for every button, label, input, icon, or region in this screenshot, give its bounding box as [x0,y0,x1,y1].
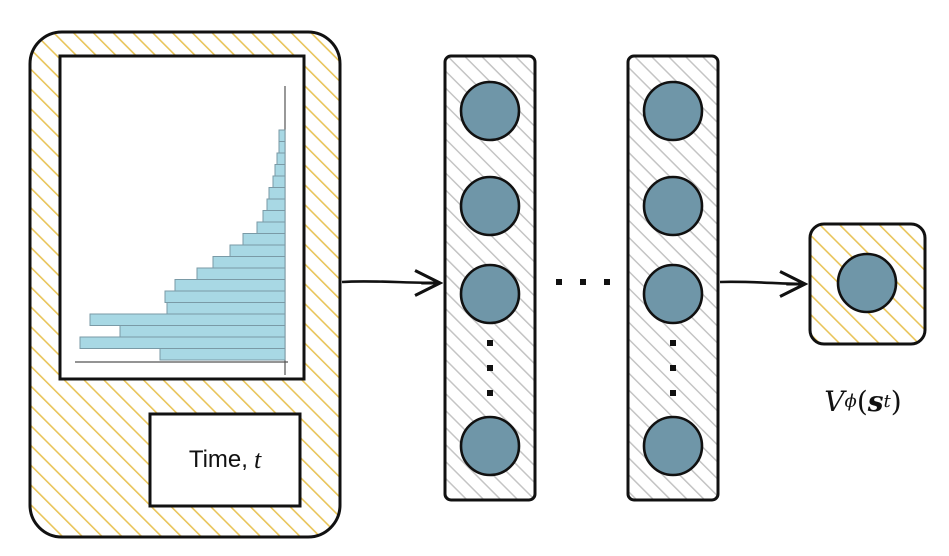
histogram-bar [256,221,286,234]
histogram-bar [266,198,286,211]
histogram-bar [196,267,286,280]
histogram-bar [274,164,286,177]
layer2-vertical-ellipsis [670,340,676,396]
arrow-input-to-layer1 [341,281,440,283]
histogram-bar [164,290,286,303]
output-node [836,252,898,314]
layer1-node-1 [459,80,521,142]
hidden-layer-1 [443,54,537,502]
layer2-node-1 [642,80,704,142]
time-label: Time, t [150,414,300,506]
histogram-bar [119,325,286,338]
value-argument: s [867,384,884,418]
histogram-bar [268,187,286,200]
layer1-node-2 [459,175,521,237]
value-open-paren: ( [856,384,868,418]
value-close-paren: ) [890,384,902,418]
hidden-layer-2 [626,54,720,502]
layer2-node-4 [642,415,704,477]
histogram-bar [242,233,286,246]
histogram-bar [276,152,286,165]
histogram-bar [229,244,286,257]
value-subscript: ϕ [844,390,857,412]
value-argument-subscript: t [883,390,891,412]
histogram-bar [89,313,286,326]
histogram-bar [278,129,286,142]
histogram-bar [174,279,286,292]
histogram-plot [58,54,306,381]
value-function-label: V ϕ ( s t ) [808,376,918,426]
histogram-bar [159,348,286,361]
value-symbol: V [824,384,845,418]
histogram-bar [278,141,286,154]
histogram-bar [262,210,286,223]
input-panel [28,30,342,539]
histogram-bar [79,336,286,349]
layer1-node-4 [459,415,521,477]
time-variable: t [253,445,262,474]
layer2-node-2 [642,175,704,237]
histogram-bar [166,302,286,315]
time-label-text: Time, [188,446,248,473]
layer1-node-3 [459,263,521,325]
output-node-box [808,222,927,346]
time-input-box [148,412,302,508]
histogram-bar [272,175,286,188]
arrow-layer2-to-output [719,282,805,284]
histogram-bar [212,256,286,269]
layer1-vertical-ellipsis [487,340,493,396]
layer-gap-ellipsis [556,279,610,285]
layer2-node-3 [642,263,704,325]
